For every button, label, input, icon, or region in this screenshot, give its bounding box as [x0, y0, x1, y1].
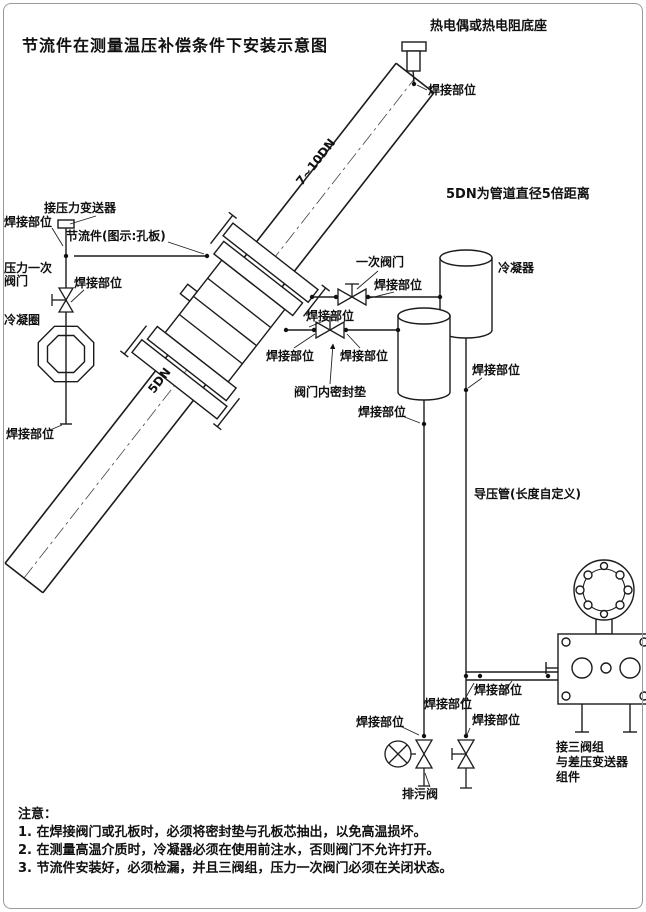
primary-valve-upper [337, 283, 367, 307]
weld-dots [63, 81, 551, 739]
label-pressure-transmitter-conn: 接压力变送器 [44, 201, 117, 215]
note-item-1: 1. 在焊接阀门或孔板时，必须将密封垫与孔板芯抽出，以免高温损坏。 [18, 825, 427, 840]
pressure-primary-valve [51, 287, 75, 313]
condenser-b [397, 307, 451, 401]
label-throttle-device: 节流件(图示:孔板) [66, 229, 166, 243]
orifice-assembly [119, 211, 331, 431]
label-primary-valve: 一次阀门 [356, 255, 405, 269]
label-weld-bottom-left: 焊接部位 [6, 427, 55, 441]
label-5dn-rule: 5DN为管道直径5倍距离 [446, 187, 590, 202]
label-condensation-ring: 冷凝圈 [4, 313, 41, 327]
leader-lines [49, 84, 513, 788]
label-pressure-primary-valve: 压力一次 阀门 [4, 262, 52, 288]
notes-block: 注意： 1. 在焊接阀门或孔板时，必须将密封垫与孔板芯抽出，以免高温损坏。 2.… [18, 806, 453, 878]
pressure-transmitter-nozzle [57, 219, 75, 229]
label-manifold-line2: 与差压变送器 [556, 755, 629, 769]
primary-valve-lower [315, 316, 345, 340]
condenser-a [439, 249, 493, 339]
label-weld-upper-valve: 焊接部位 [374, 278, 423, 292]
label-weld-left-impulse: 焊接部位 [358, 405, 407, 419]
bottom-valve-right [451, 739, 476, 789]
pipe-centerline [23, 77, 416, 579]
label-weld-lower-valve-left: 焊接部位 [266, 349, 315, 363]
label-impulse-pipe: 导压管(长度自定义) [474, 487, 581, 501]
label-thermocouple-base: 热电偶或热电阻底座 [430, 19, 548, 34]
label-weld-drain-valve: 焊接部位 [356, 715, 405, 729]
thermowell-boss [401, 41, 427, 84]
label-manifold-line3: 组件 [556, 770, 581, 784]
dp-transmitter [573, 559, 635, 635]
label-weld-condenser-outlet: 焊接部位 [472, 363, 521, 377]
label-pressure-primary-valve-line2: 阀门 [4, 274, 29, 288]
label-weld-lower-tap: 焊接部位 [306, 309, 355, 323]
label-weld-left-upper: 焊接部位 [4, 215, 53, 229]
label-condenser: 冷凝器 [498, 261, 535, 275]
label-weld-thermowell: 焊接部位 [428, 83, 477, 97]
label-valve-gasket: 阀门内密封垫 [294, 385, 367, 399]
condensation-ring [37, 325, 95, 383]
page-title: 节流件在测量温压补偿条件下安装示意图 [22, 36, 329, 55]
notes-heading: 注意： [18, 807, 58, 822]
label-weld-pressure-valve: 焊接部位 [74, 276, 123, 290]
label-weld-branch-upper: 焊接部位 [474, 683, 523, 697]
label-weld-right-valve: 焊接部位 [472, 713, 521, 727]
label-weld-lower-valve-right: 焊接部位 [340, 349, 389, 363]
label-manifold-line1: 接三阀组 [556, 740, 605, 754]
label-weld-branch-lower: 焊接部位 [424, 697, 473, 711]
manifold-branch-pipe [466, 671, 558, 681]
label-pressure-primary-valve-line1: 压力一次 [4, 261, 53, 275]
label-manifold-connection: 接三阀组 与差压变送器 组件 [556, 740, 628, 785]
label-drain-valve: 排污阀 [402, 787, 439, 801]
note-item-2: 2. 在测量高温介质时，冷凝器必须在使用前注水，否则阀门不允许打开。 [18, 843, 440, 858]
three-valve-manifold [545, 633, 646, 733]
note-item-3: 3. 节流件安装好，必须检漏，并且三阀组，压力一次阀门必须在关闭状态。 [18, 861, 453, 876]
drain-valve [384, 739, 434, 787]
